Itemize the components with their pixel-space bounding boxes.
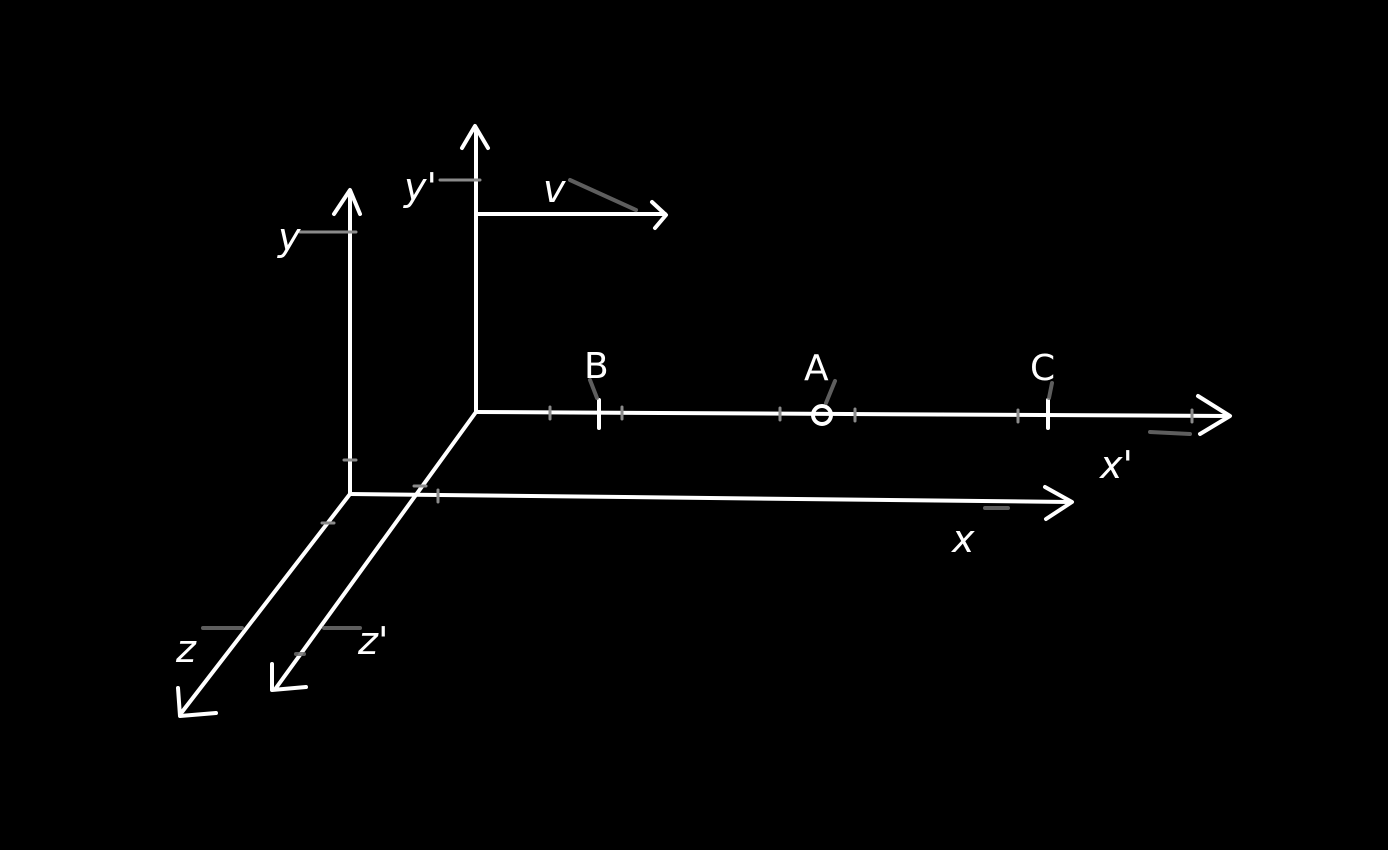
point-a-label: A	[804, 348, 829, 389]
point-c-label: C	[1030, 348, 1055, 389]
frame-s-prime-x-arrowhead	[1196, 394, 1232, 436]
frame-s-prime: y' x' z' v	[270, 124, 1232, 692]
point-b-label: B	[584, 346, 609, 387]
point-b-label-guide	[588, 378, 599, 400]
point-a-marker	[811, 404, 833, 426]
frame-s-prime-z-arrowhead	[270, 662, 308, 692]
frame-s-z-axis	[180, 492, 352, 714]
points: B A C	[584, 346, 1055, 430]
frame-s-prime-y-arrowhead	[460, 124, 490, 150]
velocity-label: v	[543, 167, 566, 211]
frame-s-z-arrowhead	[176, 686, 218, 718]
point-a-label-guide	[824, 379, 837, 405]
frame-s-y-arrowhead	[332, 188, 362, 216]
frame-s-y-label: y	[277, 215, 301, 259]
frame-s-prime-x-label-guide	[1148, 430, 1192, 436]
frame-s-prime-y-label: y'	[403, 165, 437, 209]
frame-s-prime-x-label: x'	[1099, 443, 1133, 487]
velocity-label-guide	[568, 178, 638, 212]
velocity-arrowhead	[650, 200, 668, 230]
frame-s-x-axis	[348, 492, 1072, 504]
frame-s-x-arrowhead	[1043, 485, 1074, 521]
frame-s: y x z	[175, 188, 1074, 718]
point-c-label-guide	[1047, 381, 1054, 400]
frame-s-prime-z-label: z'	[357, 619, 388, 663]
frame-s-prime-x-axis	[474, 410, 1230, 418]
frame-s-z-label: z	[175, 627, 197, 671]
frame-s-prime-z-axis	[274, 410, 478, 690]
frame-s-x-label: x	[951, 517, 975, 561]
